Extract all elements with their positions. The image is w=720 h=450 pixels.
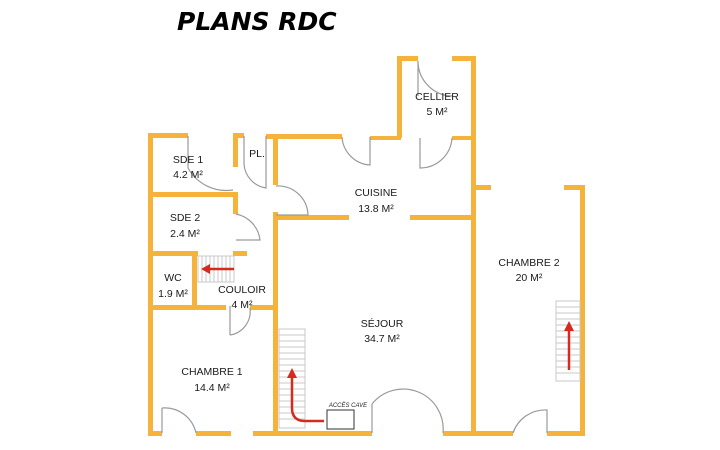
- room-area-sde2: 2.4 M²: [170, 228, 200, 240]
- wall: [233, 251, 247, 256]
- wall: [266, 134, 342, 139]
- room-area-chambre2: 20 M²: [516, 272, 543, 284]
- stair-outline: [278, 328, 306, 429]
- wall: [233, 194, 238, 214]
- room-name-sejour: SÉJOUR: [361, 317, 404, 330]
- door-sde2: [235, 213, 261, 241]
- room-area-couloir: 4 M²: [232, 299, 254, 311]
- room-area-cuisine: 13.8 M²: [358, 203, 394, 215]
- room-area-sejour: 34.7 M²: [364, 333, 400, 345]
- wall: [233, 133, 238, 167]
- room-area-cellier: 5 M²: [427, 106, 449, 118]
- wall: [476, 185, 491, 190]
- wall: [370, 136, 401, 140]
- wall: [148, 431, 162, 436]
- wall: [273, 215, 349, 220]
- wall: [192, 251, 197, 306]
- room-name-sde2: SDE 2: [170, 212, 201, 224]
- wall: [397, 56, 418, 61]
- stairs-chambre2: [555, 300, 581, 382]
- wall: [273, 212, 278, 436]
- wall: [196, 431, 231, 436]
- door-front-chambre2: [512, 409, 548, 434]
- acces-cave-label: ACCÈS CAVE: [328, 402, 368, 409]
- wall: [452, 56, 476, 61]
- stair-arrow-cave: [290, 376, 324, 423]
- wall: [233, 133, 244, 138]
- room-name-wc: WC: [164, 272, 182, 284]
- room-area-wc: 1.9 M²: [158, 288, 188, 300]
- stairs-cave: ACCÈS CAVE: [278, 328, 368, 430]
- door-sde1: [187, 136, 234, 192]
- wall: [148, 192, 238, 197]
- wall: [580, 185, 585, 436]
- wall: [410, 215, 476, 220]
- wall: [273, 134, 278, 185]
- door-placard: [243, 136, 267, 189]
- room-name-sde1: SDE 1: [173, 154, 204, 166]
- stairs-wc: [197, 255, 235, 283]
- room-name-placard: PL.: [249, 148, 265, 160]
- wall: [148, 133, 153, 436]
- door-front-left: [161, 407, 197, 434]
- door-kitchen-right: [419, 137, 453, 169]
- wall: [250, 305, 277, 310]
- door-front-sejour: [371, 388, 444, 434]
- room-area-sde1: 4.2 M²: [173, 169, 203, 181]
- room-name-cuisine: CUISINE: [355, 187, 398, 199]
- door-cellier-top: [417, 60, 453, 97]
- room-name-cellier: CELLIER: [415, 91, 459, 103]
- door-chambre1: [229, 306, 251, 336]
- wall: [547, 431, 585, 436]
- room-labels: CELLIER 5 M² SDE 1 4.2 M² PL. CUISINE 13…: [158, 91, 560, 394]
- arrow-head-icon: [201, 264, 210, 274]
- room-area-chambre1: 14.4 M²: [194, 382, 230, 394]
- wall: [397, 56, 402, 138]
- wall: [148, 133, 188, 138]
- arrow-head-icon: [564, 321, 574, 331]
- cave-hatch: [326, 409, 355, 430]
- room-name-chambre2: CHAMBRE 2: [498, 257, 559, 269]
- walls: [148, 56, 585, 436]
- wall: [253, 431, 372, 436]
- wall: [564, 185, 585, 190]
- wall: [443, 431, 513, 436]
- room-name-couloir: COULOIR: [218, 284, 266, 296]
- doors: [161, 60, 548, 434]
- room-name-chambre1: CHAMBRE 1: [181, 366, 242, 378]
- wall: [452, 136, 476, 140]
- wall: [471, 56, 476, 436]
- wall: [148, 305, 226, 310]
- door-kitchen-left: [341, 136, 371, 166]
- arrow-head-icon: [287, 368, 297, 378]
- door-cuisine-couloir: [275, 185, 309, 216]
- wall: [148, 251, 198, 256]
- plan-title: PLANS RDC: [177, 7, 337, 36]
- stair-outline: [555, 300, 581, 382]
